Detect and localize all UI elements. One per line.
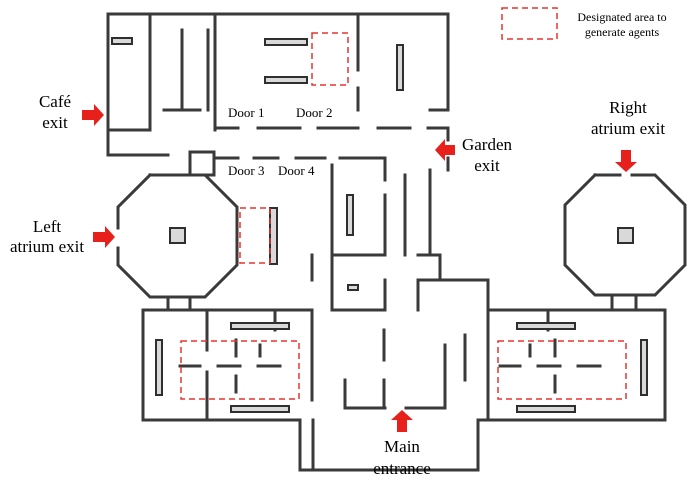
- cafe-counter: [111, 37, 133, 45]
- agent-zones: [180, 32, 627, 400]
- wall-central-room: [330, 163, 387, 257]
- wall-cafe-lower: [106, 128, 170, 157]
- wall-lower-right-wing: [476, 308, 667, 472]
- label-garden-exit-2: exit: [474, 156, 500, 175]
- arrow-right-icon: [82, 104, 104, 126]
- label-garden-exit-1: Garden: [462, 135, 513, 154]
- wall-central-lower: [310, 253, 387, 312]
- bench-upper-1: [264, 38, 308, 46]
- legend-swatch: [501, 7, 558, 40]
- label-right-atrium-exit-2: atrium exit: [591, 119, 665, 138]
- wall-right-atrium: [563, 172, 687, 297]
- label-right-atrium-exit-1: Right: [609, 98, 647, 117]
- label-cafe-exit-1: Café: [39, 92, 71, 111]
- arrow-down-icon: [615, 150, 637, 172]
- bench-upper-2: [264, 76, 308, 84]
- wall-door-3-4: [212, 156, 387, 182]
- display-left-atrium: [169, 227, 186, 244]
- wall-left-atrium-neck: [166, 295, 192, 312]
- agent-zone-left-atrium: [239, 207, 271, 264]
- legend-line-1: Designated area to: [577, 10, 666, 24]
- label-left-atrium-exit-2: atrium exit: [10, 237, 84, 256]
- label-door-3: Door 3: [228, 163, 264, 178]
- bench-lower-left-side: [155, 339, 163, 396]
- exit-labels: Café exit Left atrium exit Right atrium …: [10, 92, 665, 478]
- wall-central-right: [403, 173, 442, 312]
- wall-right-block: [416, 278, 490, 312]
- wall-left-atrium: [116, 172, 239, 299]
- label-door-2: Door 2: [296, 105, 332, 120]
- label-cafe-exit-2: exit: [42, 113, 68, 132]
- wall-entrance: [343, 328, 447, 410]
- arrow-up-icon: [391, 410, 413, 432]
- bench-lower-right-bottom: [516, 405, 576, 413]
- bench-lower-left-bottom: [230, 405, 290, 413]
- display-right-atrium: [617, 227, 634, 244]
- wall-lower-left-wing: [141, 308, 315, 472]
- label-door-1: Door 1: [228, 105, 264, 120]
- wall-corridor-left: [162, 28, 210, 112]
- wall-small-box: [188, 150, 216, 177]
- exit-arrows: [82, 104, 637, 432]
- agent-zone-lower-right: [497, 340, 627, 400]
- wall-partition-ticks: [234, 338, 557, 394]
- agent-zone-upper: [311, 32, 349, 86]
- label-main-entrance-2: entrance: [373, 459, 431, 478]
- arrow-right-icon: [93, 226, 115, 248]
- label-door-4: Door 4: [278, 163, 315, 178]
- wall-lower-right-inner: [463, 308, 550, 382]
- bench-lower-right-top: [516, 322, 576, 330]
- wall-cafe-block: [106, 12, 152, 132]
- bench-left-atrium: [269, 207, 278, 265]
- label-main-entrance-1: Main: [384, 437, 420, 456]
- label-left-atrium-exit-1: Left: [33, 217, 62, 236]
- bench-central: [346, 194, 354, 236]
- bench-lower-left-top: [230, 322, 290, 330]
- wall-entrance-sides: [343, 343, 447, 410]
- bench-upper-right: [396, 44, 404, 91]
- legend-line-2: generate agents: [585, 25, 660, 39]
- wall-right-atrium-neck: [610, 293, 638, 312]
- furniture: [111, 37, 648, 413]
- door-labels: Door 1 Door 2 Door 3 Door 4: [228, 105, 332, 178]
- display-central: [347, 284, 359, 291]
- arrow-left-icon: [435, 139, 455, 161]
- legend: Designated area to generate agents: [501, 7, 667, 40]
- wall-upper-rooms: [213, 12, 450, 112]
- bench-lower-right-side: [640, 339, 648, 396]
- agent-zone-lower-left: [180, 340, 300, 400]
